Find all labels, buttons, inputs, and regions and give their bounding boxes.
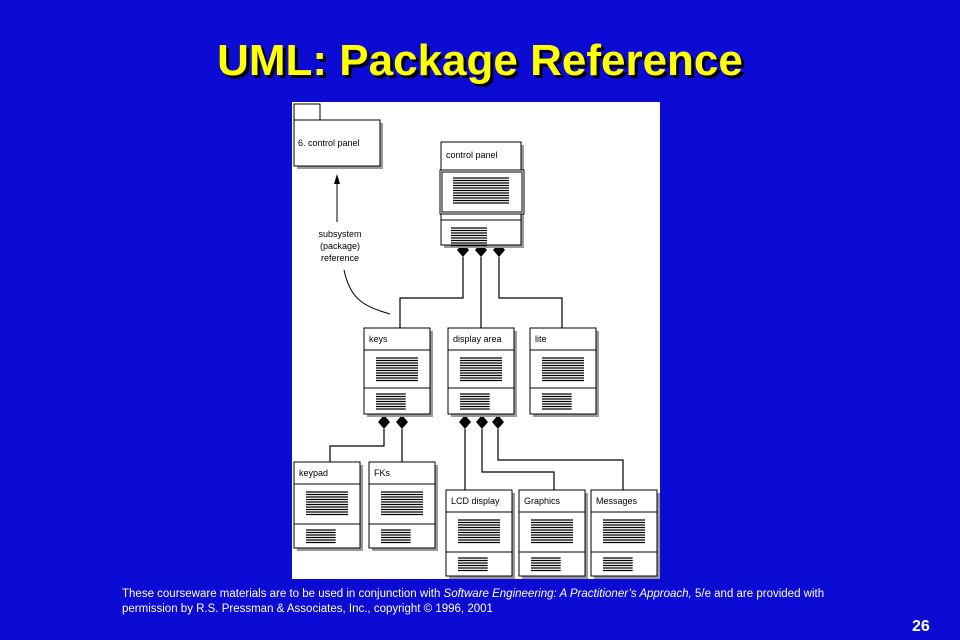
annotation-text-line: (package) [320,241,360,251]
folder-tab-icon [293,103,321,121]
package-diagram: control panel 6. control panel keys display… [292,102,660,579]
package-label-graphics: Graphics [524,496,561,506]
copyright-footer: These courseware materials are to be use… [122,587,882,617]
package-label-keys: keys [369,334,388,344]
package-label-control-panel: control panel [446,150,498,160]
footer-text-part2: 5/e and are provided with permission by … [122,588,825,615]
aggregation-diamond-icon [459,415,471,429]
aggregation-diamond-icon [492,415,504,429]
footer-text-part1: These courseware materials are to be use… [122,588,444,600]
package-subsystem-ref: 6. control panel [293,103,383,169]
aggregation-diamond-icon [396,415,408,429]
package-lcd-display: LCD display [445,489,515,579]
package-fks: FKs [368,461,438,551]
package-keys: keys [363,327,433,417]
aggregation-diamond-icon [378,415,390,429]
connector-keypad [329,429,385,462]
package-label-lite: lite [535,334,547,344]
connector-keys [399,257,464,328]
package-control-panel: control panel [439,141,525,248]
footer-book-title: Software Engineering: A Practitioner’s A… [443,588,692,600]
connector-lite [498,257,563,328]
package-lite: lite [529,327,599,417]
aggregation-diamond-icon [476,415,488,429]
annotation-text-line: subsystem [318,229,361,239]
connector-graphics [481,429,555,490]
package-label-subsystem-ref: 6. control panel [298,138,360,148]
package-messages: Messages [590,489,660,579]
package-display-area: display area [447,327,517,417]
annotation-curve [343,269,391,315]
package-keypad: keypad [293,461,363,551]
package-diagram-canvas: control panel 6. control panel keys display… [293,103,660,579]
arrowhead-icon [334,174,340,184]
package-label-lcd-display: LCD display [451,496,500,506]
page-number: 26 [912,618,930,635]
annotation-text-line: reference [321,253,359,263]
package-graphics: Graphics [518,489,588,579]
package-label-display-area: display area [453,334,502,344]
package-label-keypad: keypad [299,468,328,478]
package-label-messages: Messages [596,496,638,506]
slide-title: UML: Package Reference [217,36,743,85]
connector-messages [497,429,624,490]
package-label-fks: FKs [374,468,391,478]
